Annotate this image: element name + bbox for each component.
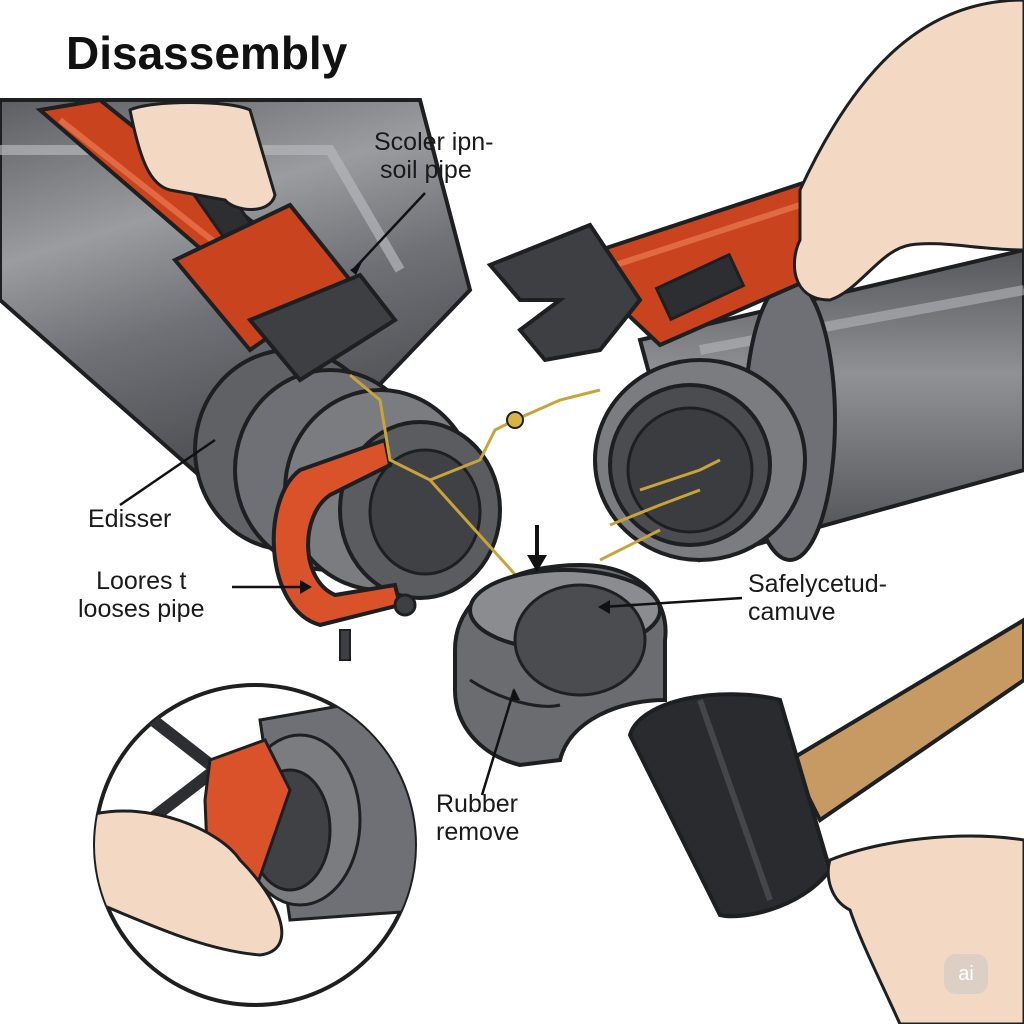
- rubber-coupling: [453, 562, 668, 768]
- ai-watermark-icon: ai: [944, 954, 988, 994]
- mallet-hand: [826, 834, 1024, 1024]
- label-line: soil pipe: [380, 156, 472, 184]
- label-edisser: Edisser: [88, 505, 172, 533]
- down-arrow: [527, 525, 547, 572]
- leader-lines: [119, 192, 743, 796]
- label-scoler-soil-pipe: Scoler ipn- soil pipe: [374, 128, 494, 184]
- pipe-clamp: [271, 437, 403, 628]
- label-rubber-remove: Rubber remove: [436, 790, 519, 846]
- page-title: Disassembly: [66, 27, 348, 79]
- right-soil-pipe: [593, 247, 1024, 563]
- left-hand: [128, 101, 277, 211]
- label-loores-pipe: Loores t looses pipe: [78, 567, 204, 623]
- label-line: Safelycetud-: [748, 570, 887, 598]
- label-safely-camuve: Safelycetud- camuve: [748, 570, 887, 626]
- wire-joint: [506, 411, 524, 429]
- right-hand: [793, 0, 1024, 302]
- clamp-pin: [339, 629, 351, 661]
- label-line: Rubber: [436, 790, 518, 818]
- label-line: looses pipe: [78, 595, 205, 623]
- rubber-mallet: [627, 617, 1024, 919]
- clamp-bolt: [393, 593, 417, 617]
- label-line: Loores t: [96, 567, 187, 595]
- label-line: remove: [436, 818, 520, 846]
- label-line: camuve: [748, 598, 836, 626]
- brass-wires: [349, 373, 721, 582]
- label-line: Scoler ipn-: [374, 128, 494, 156]
- detail-inset: [93, 683, 417, 1007]
